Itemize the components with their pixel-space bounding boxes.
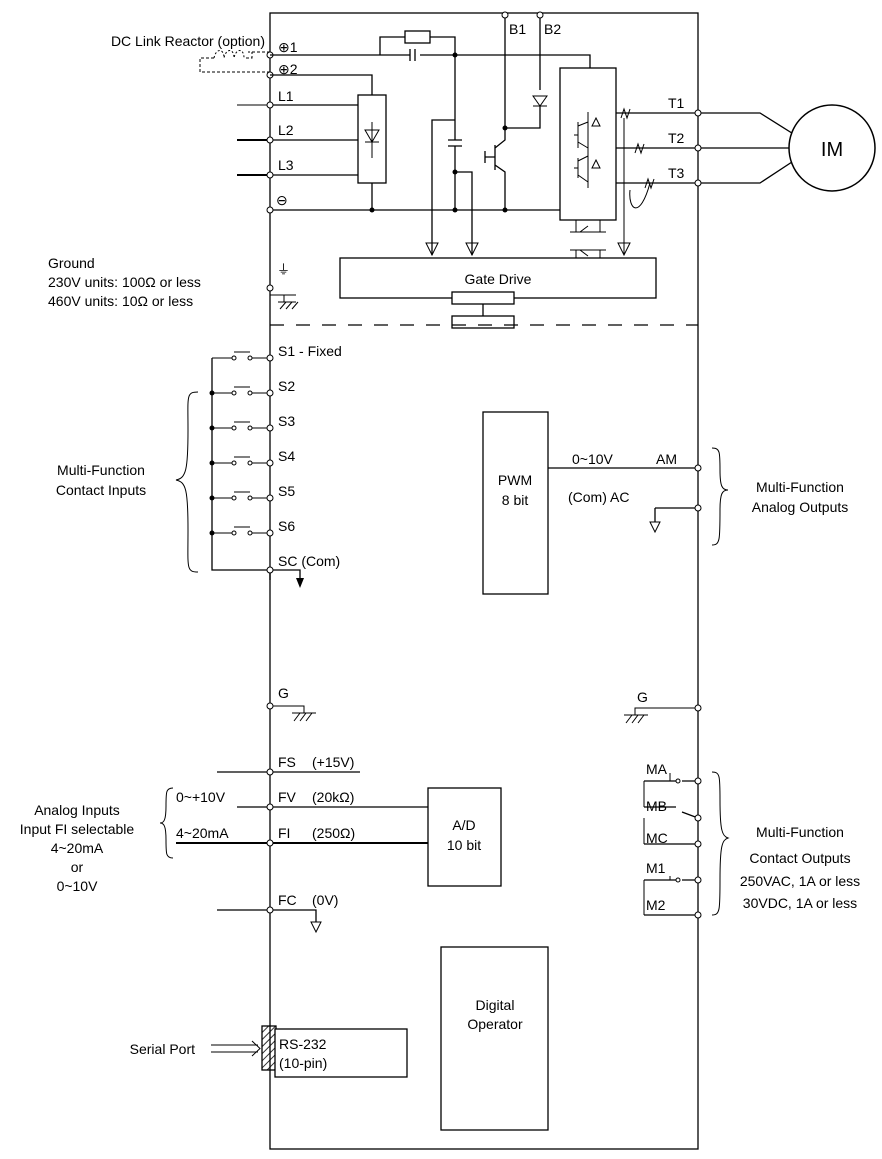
analog-outputs-label-2: Analog Outputs bbox=[752, 499, 849, 515]
terminal-minus: ⊖ bbox=[276, 192, 288, 208]
terminal-AM: AM bbox=[656, 451, 677, 467]
input-s3: S3 bbox=[278, 413, 295, 429]
terminal-M2: M2 bbox=[646, 897, 666, 913]
motor-label: IM bbox=[821, 139, 843, 161]
terminal-G-left: G bbox=[278, 685, 289, 701]
dc-link-reactor-icon bbox=[199, 50, 270, 73]
input-switches bbox=[209, 351, 270, 536]
ad-label-1: A/D bbox=[452, 817, 475, 833]
contact-outputs-label-3: 250VAC, 1A or less bbox=[740, 873, 860, 889]
ground-left-icon bbox=[273, 705, 316, 722]
contact-outputs-label-1: Multi-Function bbox=[756, 824, 844, 840]
fc-value: (0V) bbox=[312, 892, 338, 908]
contact-outputs-label-4: 30VDC, 1A or less bbox=[743, 895, 857, 911]
gate-drive-box bbox=[339, 257, 657, 299]
analog-inputs-label-3: 4~20mA bbox=[51, 840, 104, 856]
sc-arrow-icon bbox=[296, 578, 304, 588]
fi-range: 4~20mA bbox=[176, 825, 229, 841]
analog-inputs-label-1: Analog Inputs bbox=[34, 802, 120, 818]
analog-outputs-brace bbox=[711, 447, 729, 546]
terminal-MA: MA bbox=[646, 761, 668, 777]
terminal-FC: FC bbox=[278, 892, 297, 908]
rs232-label-2: (10-pin) bbox=[279, 1055, 327, 1071]
input-s2: S2 bbox=[278, 378, 295, 394]
ground-line1: 230V units: 100Ω or less bbox=[48, 274, 201, 290]
analog-inputs-label-4: or bbox=[71, 859, 84, 875]
terminal-L3: L3 bbox=[278, 157, 294, 173]
ad-label-2: 10 bit bbox=[447, 837, 481, 853]
terminal-M1: M1 bbox=[646, 860, 666, 876]
ground-symbol-icon bbox=[269, 291, 299, 310]
terminal-AC: (Com) AC bbox=[568, 489, 629, 505]
pwm-range: 0~10V bbox=[572, 451, 614, 467]
digital-operator-label-1: Digital bbox=[476, 997, 515, 1013]
contact-outputs-brace bbox=[711, 771, 730, 916]
analog-inputs-brace bbox=[159, 787, 174, 859]
igbt-icon bbox=[574, 112, 601, 188]
inverter-enclosure bbox=[269, 12, 699, 1150]
charge-resistor bbox=[404, 30, 431, 44]
terminal-MB: MB bbox=[646, 798, 667, 814]
ground-right-icon bbox=[624, 707, 695, 724]
input-s6: S6 bbox=[278, 518, 295, 534]
terminal-T1: T1 bbox=[668, 95, 685, 111]
analog-inputs-label-5: 0~10V bbox=[57, 878, 99, 894]
analog-inputs-label-2: Input FI selectable bbox=[20, 821, 135, 837]
dc-link-label: DC Link Reactor (option) bbox=[111, 33, 265, 49]
gate-drive-label: Gate Drive bbox=[465, 271, 532, 287]
analog-outputs-label-1: Multi-Function bbox=[756, 479, 844, 495]
inputs-label-1: Multi-Function bbox=[57, 462, 145, 478]
fi-value: (250Ω) bbox=[312, 825, 355, 841]
ground-title: Ground bbox=[48, 255, 95, 271]
digital-operator-box bbox=[440, 946, 549, 1131]
terminal-B2: B2 bbox=[544, 21, 561, 37]
rs232-box bbox=[274, 1028, 408, 1078]
terminal-L2: L2 bbox=[278, 122, 294, 138]
ad-converter-box bbox=[427, 787, 502, 887]
terminal-FS: FS bbox=[278, 754, 296, 770]
input-s5: S5 bbox=[278, 483, 295, 499]
serial-connector-icon bbox=[261, 1025, 277, 1071]
pwm-box bbox=[482, 411, 549, 595]
terminal-FI: FI bbox=[278, 825, 290, 841]
svg-text:⏚: ⏚ bbox=[277, 262, 290, 277]
pwm-label-2: 8 bit bbox=[502, 492, 529, 508]
terminal-L1: L1 bbox=[278, 88, 294, 104]
terminal-T2: T2 bbox=[668, 130, 685, 146]
inputs-label-2: Contact Inputs bbox=[56, 482, 146, 498]
input-sc: SC (Com) bbox=[278, 553, 340, 569]
brake-diode-icon bbox=[532, 95, 548, 107]
terminal-plus2: ⊕2 bbox=[278, 61, 298, 77]
brake-transistor-icon bbox=[484, 128, 506, 180]
serial-arrow-icon bbox=[211, 1040, 261, 1057]
motor-icon bbox=[788, 104, 876, 192]
terminal-MC: MC bbox=[646, 830, 668, 846]
inputs-brace bbox=[175, 391, 199, 573]
terminal-FV: FV bbox=[278, 789, 297, 805]
rs232-label-1: RS-232 bbox=[279, 1036, 327, 1052]
digital-operator-label-2: Operator bbox=[467, 1016, 523, 1032]
pwm-label-1: PWM bbox=[498, 472, 532, 488]
input-s1: S1 - Fixed bbox=[278, 343, 342, 359]
fv-value: (20kΩ) bbox=[312, 789, 354, 805]
input-s4: S4 bbox=[278, 448, 295, 464]
terminal-G-right: G bbox=[637, 689, 648, 705]
terminal-B1: B1 bbox=[509, 21, 526, 37]
serial-port-label: Serial Port bbox=[130, 1041, 195, 1057]
terminal-T3: T3 bbox=[668, 165, 685, 181]
fv-range: 0~+10V bbox=[176, 789, 226, 805]
fs-value: (+15V) bbox=[312, 754, 354, 770]
ground-line2: 460V units: 10Ω or less bbox=[48, 293, 193, 309]
contact-outputs-label-2: Contact Outputs bbox=[749, 850, 850, 866]
terminal-plus1: ⊕1 bbox=[278, 39, 298, 55]
